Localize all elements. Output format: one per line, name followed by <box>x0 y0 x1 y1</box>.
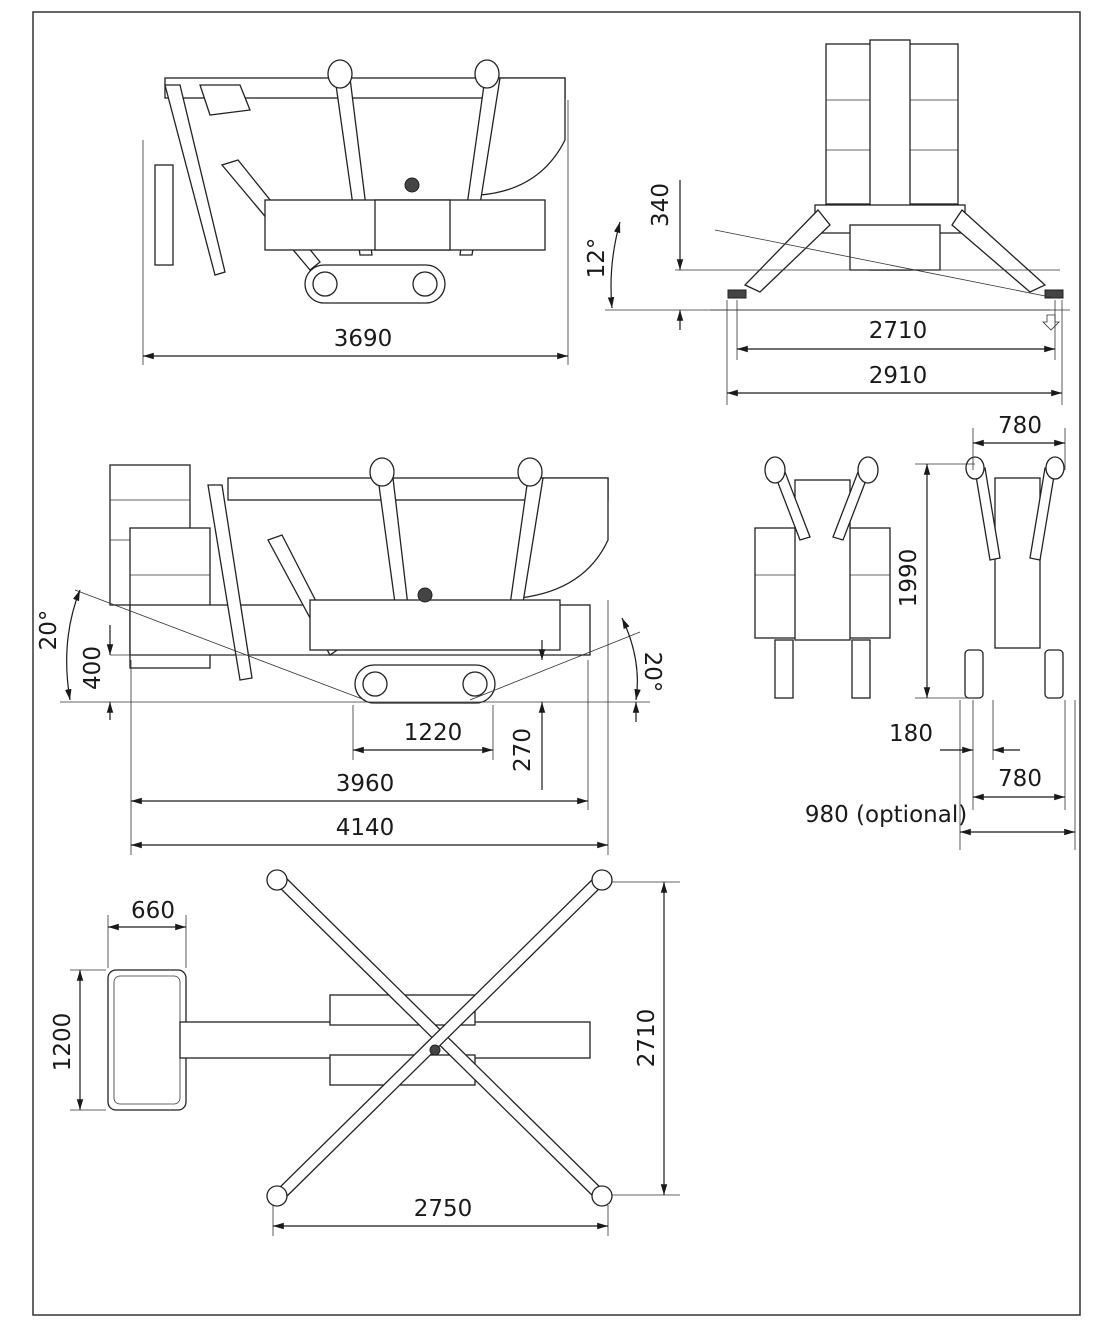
dim-width-2710: 2710 <box>869 318 928 344</box>
dim-clearance-400: 400 <box>80 646 106 690</box>
dim-track-height-270: 270 <box>510 728 536 772</box>
dim-track-1220: 1220 <box>404 720 463 746</box>
dim-width-2910: 2910 <box>869 363 928 389</box>
dim-length-3960: 3960 <box>336 771 395 797</box>
dim-width-780-bottom: 780 <box>998 766 1042 792</box>
dim-angle-20-left: 20° <box>36 610 62 651</box>
rear-view-stowed <box>964 456 1065 699</box>
dim-height-340: 340 <box>648 183 674 227</box>
dim-span-2750: 2750 <box>414 1196 473 1222</box>
dim-angle-12: 12° <box>584 238 610 279</box>
dim-width-980-optional: 980 (optional) <box>805 802 967 828</box>
dim-width-780-top: 780 <box>998 413 1042 439</box>
dim-height-1990: 1990 <box>896 549 922 608</box>
side-view-with-basket <box>109 457 609 704</box>
front-view-outriggers <box>727 39 1064 299</box>
top-view <box>107 869 613 1207</box>
dim-span-2710: 2710 <box>634 1009 660 1068</box>
rear-view-with-basket <box>754 456 891 699</box>
dim-angle-20-right: 20° <box>639 652 665 693</box>
dim-track-width-180: 180 <box>889 721 933 747</box>
side-view-stowed <box>154 59 566 304</box>
dim-basket-660: 660 <box>131 898 175 924</box>
dim-length-4140: 4140 <box>336 815 395 841</box>
dim-length-3690: 3690 <box>334 326 393 352</box>
dim-basket-1200: 1200 <box>50 1013 76 1072</box>
drawing-border <box>32 11 1081 1316</box>
down-arrow-icon <box>1042 314 1060 331</box>
